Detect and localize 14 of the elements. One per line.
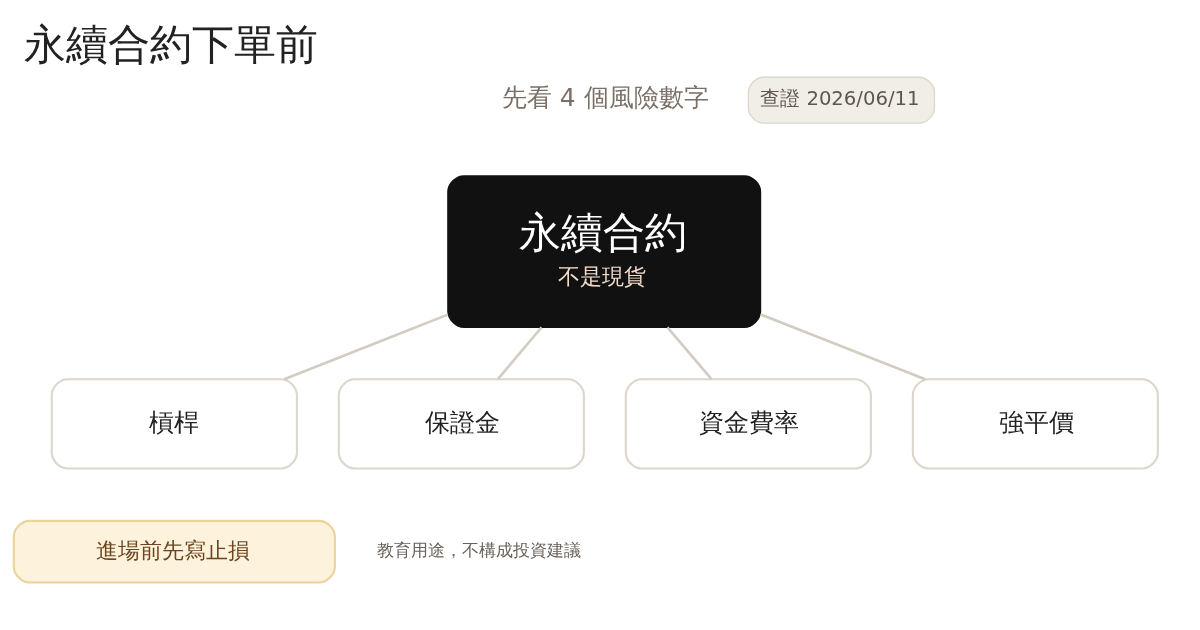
label: 先看 4 個風險數字 — [501, 82, 709, 112]
node-box: 進場前先寫止損 — [12, 519, 336, 583]
connector — [666, 325, 713, 380]
node-box: 強平價 — [911, 377, 1159, 469]
node-box: 槓桿 — [50, 377, 298, 469]
connector — [283, 312, 449, 380]
label: 查證 2026/06/11 — [760, 86, 920, 110]
node-box: 永續合約 不是現貨 — [447, 174, 762, 328]
connector — [497, 325, 543, 380]
connector — [759, 312, 926, 380]
label: 教育用途，不構成投資建議 — [377, 539, 582, 560]
diagram-title: 永續合約下單前 — [24, 19, 319, 69]
node-box: 保證金 — [337, 377, 585, 469]
node-box: 資金費率 — [624, 377, 872, 469]
